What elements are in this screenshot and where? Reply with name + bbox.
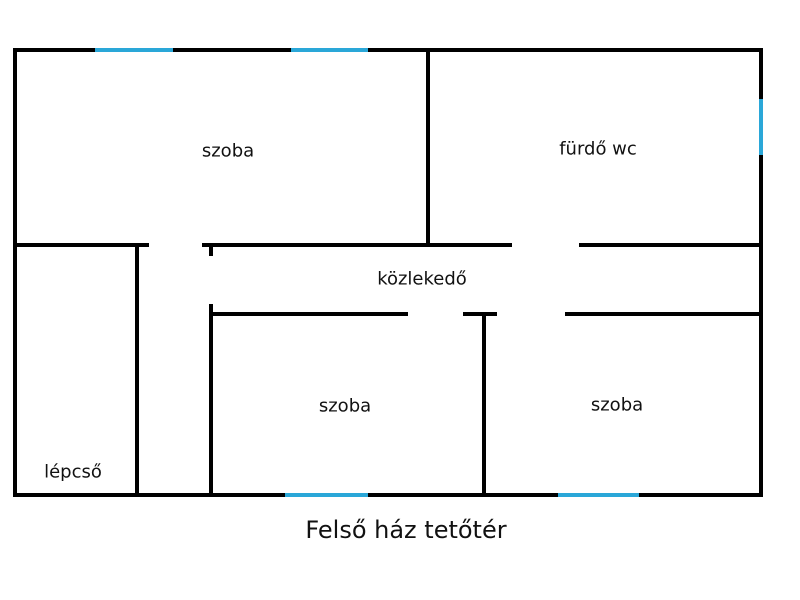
room-label-corridor: közlekedő xyxy=(377,268,467,290)
plan-title: Felső ház tetőtér xyxy=(305,516,507,544)
room-label-szoba-bottom-left: szoba xyxy=(318,395,372,417)
windows xyxy=(95,48,763,497)
room-label-szoba-top: szoba xyxy=(201,140,255,162)
room-label-bath: fürdő wc xyxy=(559,138,637,160)
room-label-szoba-bottom-right: szoba xyxy=(590,394,644,416)
room-label-stairs: lépcső xyxy=(44,461,102,483)
